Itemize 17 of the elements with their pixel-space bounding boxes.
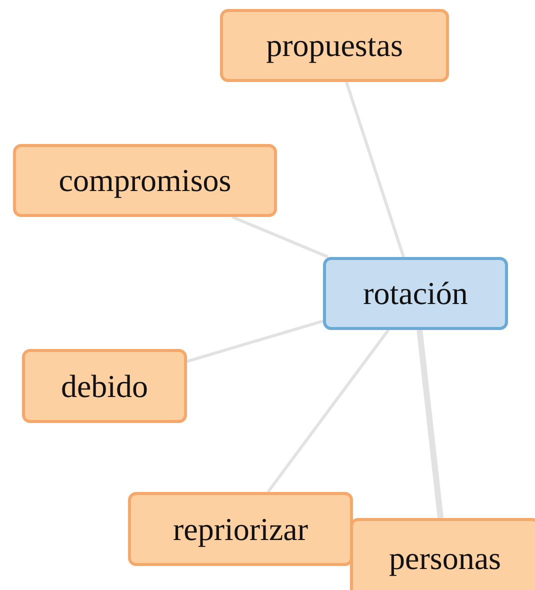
- topic-label: propuestas: [266, 27, 403, 64]
- connector-line: [186, 320, 324, 363]
- connector-line: [266, 329, 390, 493]
- topic-box: [220, 9, 449, 82]
- topic-box: [350, 518, 535, 590]
- topic-label: compromisos: [58, 162, 232, 199]
- topic-box: [13, 144, 277, 217]
- connector-line: [416, 330, 444, 518]
- topic-box: [128, 492, 353, 566]
- central-topic-box: [323, 257, 508, 330]
- connector-line: [345, 82, 405, 258]
- topic-label: debido: [60, 368, 148, 404]
- topic-label: rotación: [363, 275, 468, 312]
- topic-label: personas: [389, 540, 501, 576]
- connector-line: [232, 216, 329, 258]
- topic-label: repriorizar: [172, 510, 308, 548]
- topic-box: [22, 349, 187, 423]
